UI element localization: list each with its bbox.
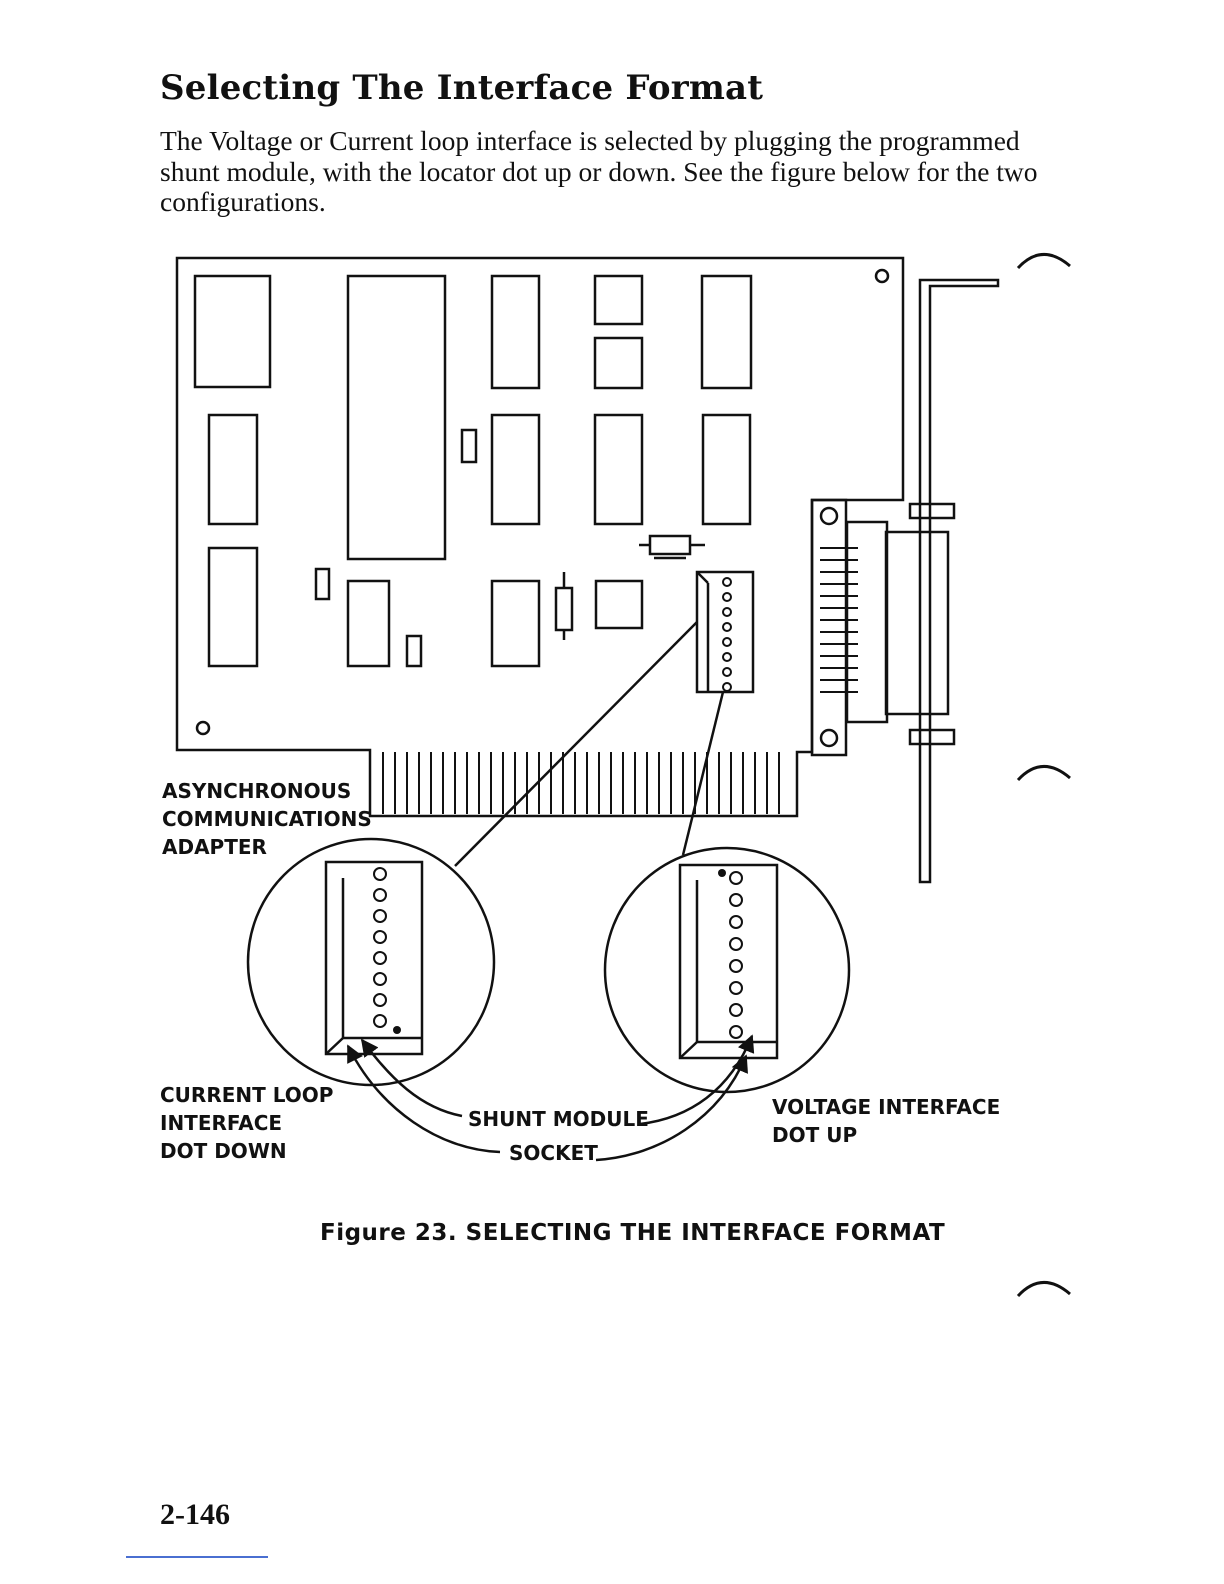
arrow-socket-left [346,1044,501,1154]
arrow-socket-right [595,1054,748,1162]
locator-dot-up [718,869,726,877]
board-chips [193,274,753,668]
adapter-label: ASYNCHRONOUS COMMUNICATIONS ADAPTER [162,779,379,859]
leader-line-right [681,691,725,856]
shunt-module-socket [695,570,755,694]
page-number: 2-146 [160,1498,230,1531]
figure-caption: Figure 23. SELECTING THE INTERFACE FORMA… [320,1220,946,1246]
zoom-current-loop [246,837,496,1087]
current-loop-label: CURRENT LOOP INTERFACE DOT DOWN [160,1083,340,1163]
footer-rule [126,1556,268,1558]
mounting-bracket [918,278,1000,884]
mounting-hole [195,720,211,736]
locator-dot-down [393,1026,401,1034]
edge-connector [382,752,780,814]
arrow-shunt-right [639,1034,755,1126]
binder-marks [1016,253,1071,1298]
leader-line-left [454,621,698,867]
arrow-shunt-left [360,1038,463,1118]
voltage-label: VOLTAGE INTERFACE DOT UP [772,1095,1007,1147]
zoom-voltage [603,846,851,1094]
section-heading: Selecting The Interface Format [160,68,764,108]
socket-label: SOCKET [509,1141,598,1165]
intro-paragraph: The Voltage or Current loop interface is… [160,125,1038,217]
adapter-board-outline [175,256,905,818]
d-shell-connector [810,498,956,757]
shunt-module-label: SHUNT MODULE [468,1107,649,1131]
mounting-hole [874,268,890,284]
